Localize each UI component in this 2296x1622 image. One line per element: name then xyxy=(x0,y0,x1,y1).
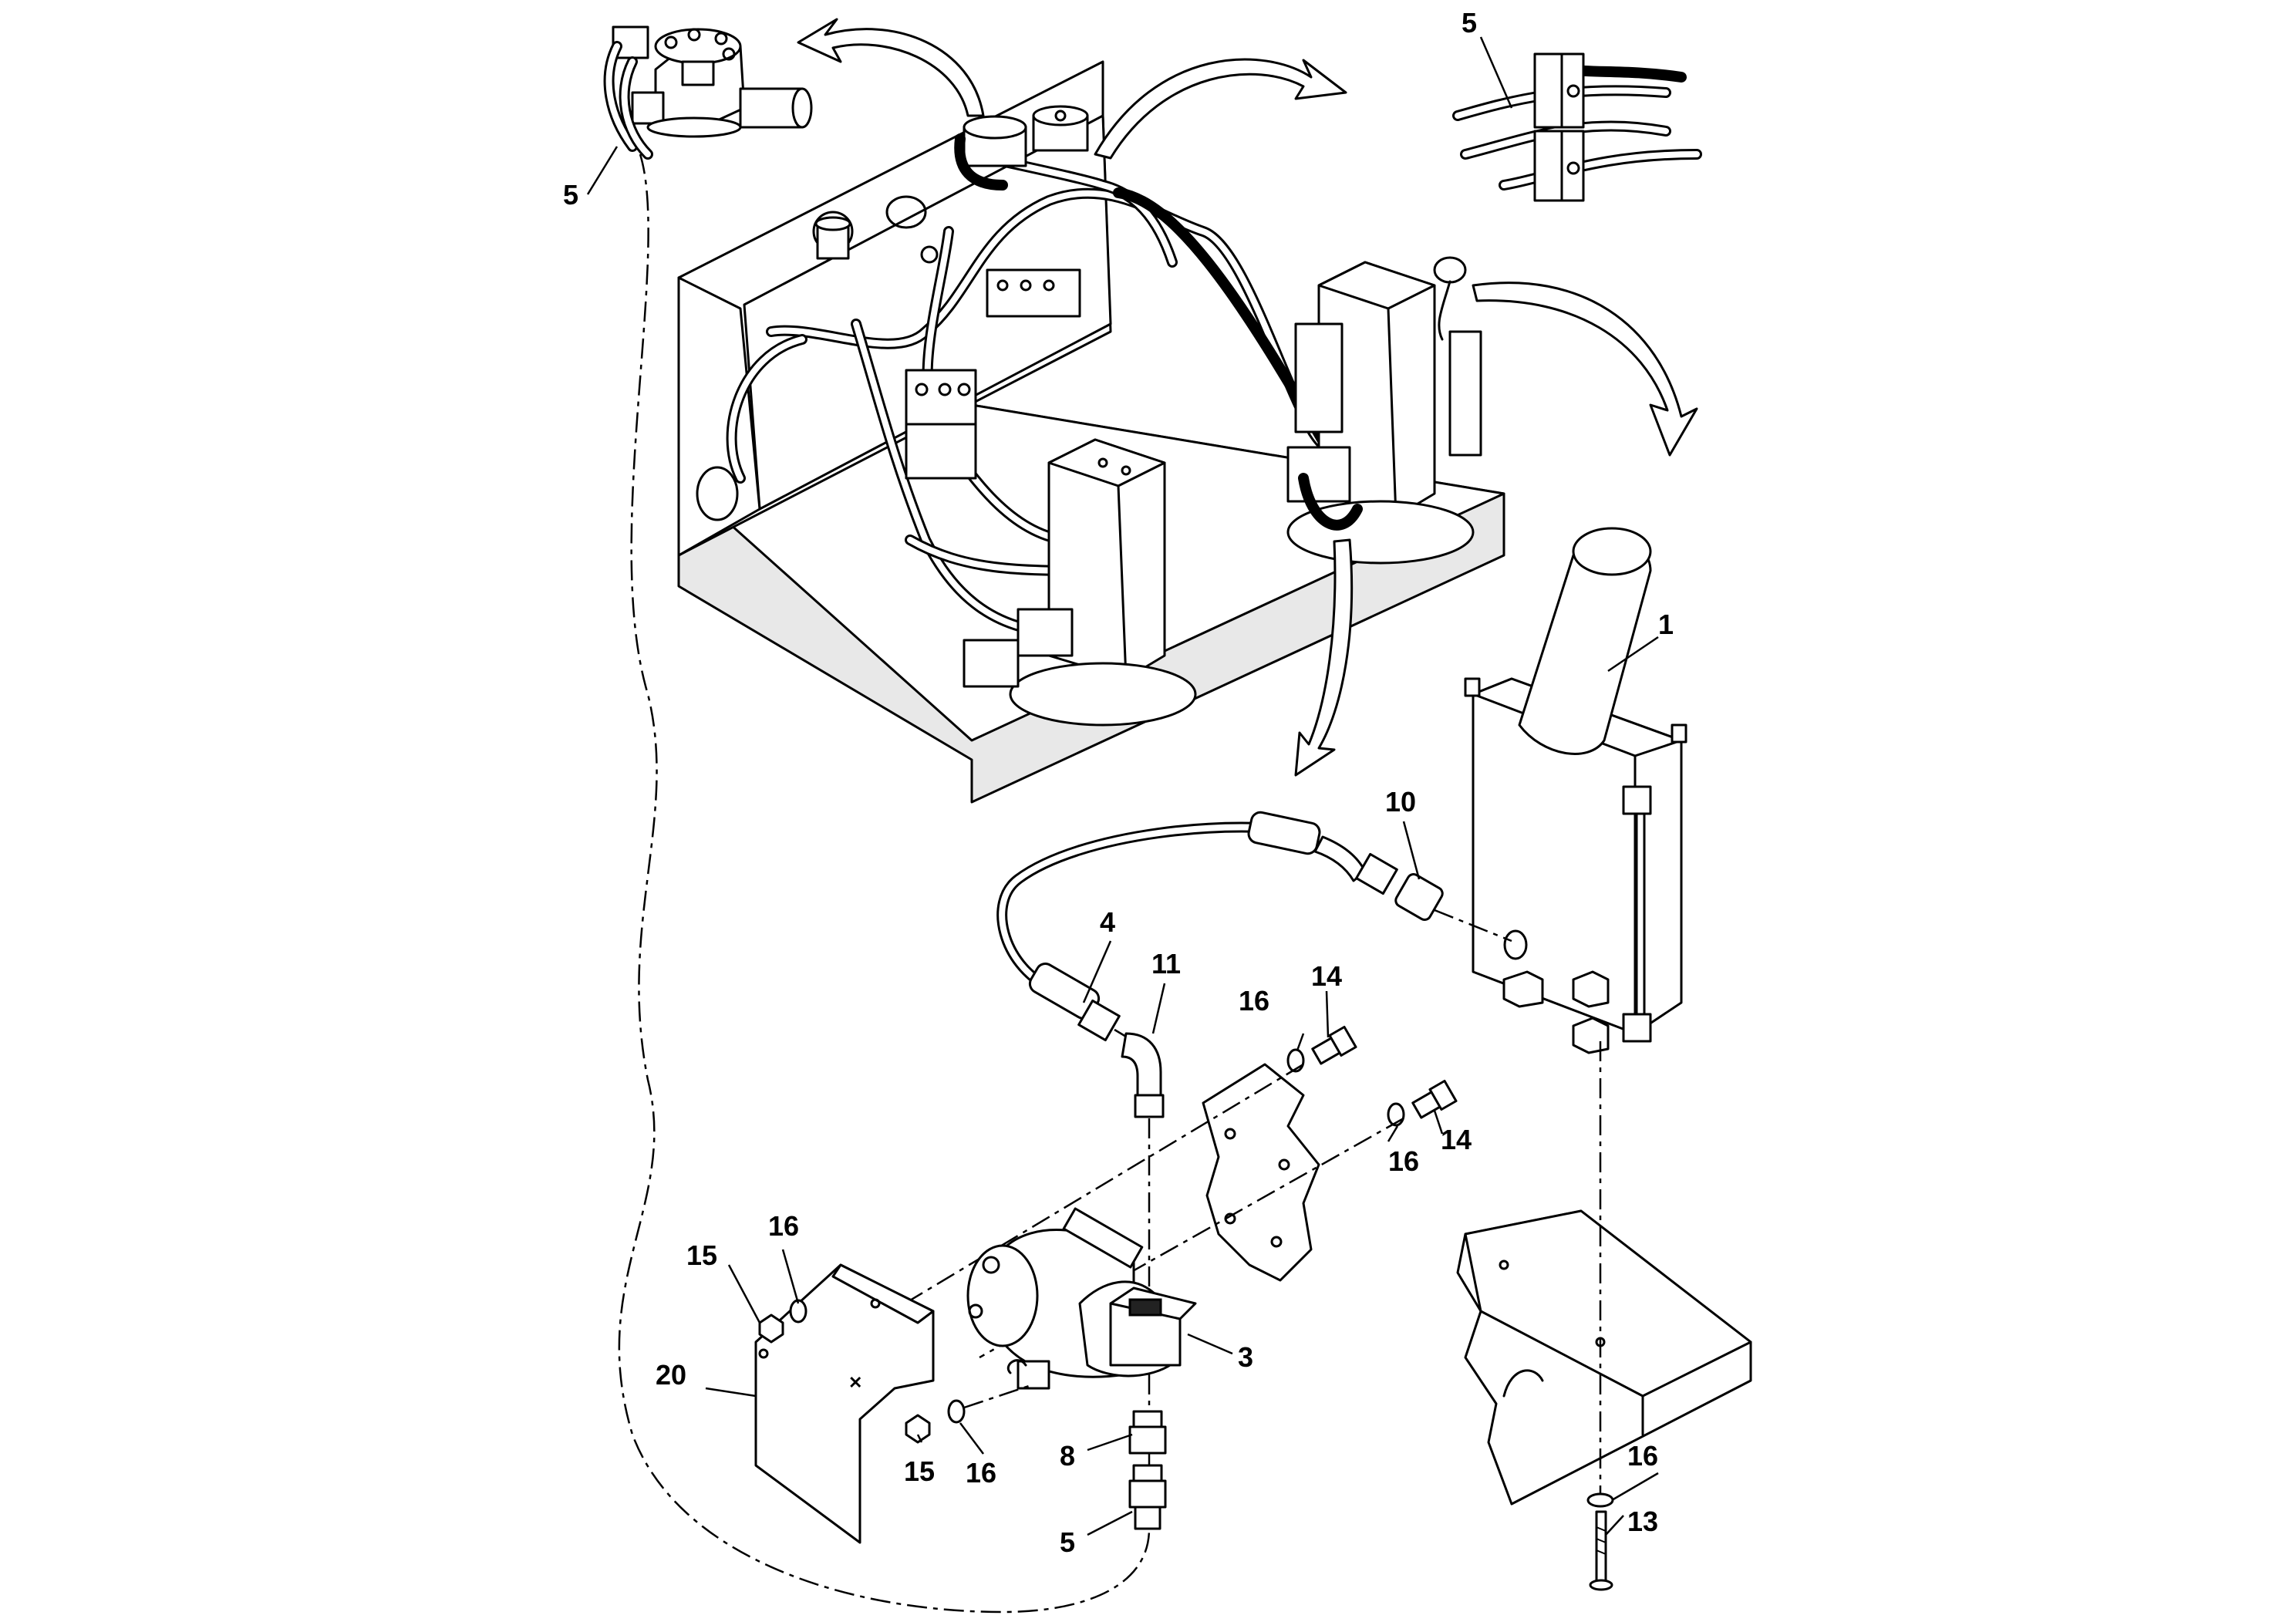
callout-16-lower: 16 xyxy=(966,1457,996,1489)
callout-16-floor: 16 xyxy=(1627,1440,1658,1472)
callout-16-upper-left: 16 xyxy=(768,1210,799,1242)
hose-routing-dashed xyxy=(618,153,1151,1614)
fitting-8 xyxy=(1128,1410,1167,1455)
hose-clamp-detail xyxy=(1452,52,1702,202)
filter-detail-top-left xyxy=(603,25,813,160)
callout-16-upper: 16 xyxy=(1239,985,1269,1017)
curved-arrow-top-left xyxy=(797,18,985,117)
callout-3: 3 xyxy=(1238,1341,1253,1373)
callout-8: 8 xyxy=(1060,1440,1075,1472)
callout-14-upper: 14 xyxy=(1311,960,1342,992)
curved-arrow-right xyxy=(1472,282,1698,457)
callout-13: 13 xyxy=(1627,1506,1658,1537)
removal-arrows xyxy=(797,18,1698,777)
callout-16-right: 16 xyxy=(1388,1145,1419,1177)
pump-motor-assembly xyxy=(966,1207,1197,1390)
suction-hose-assembly xyxy=(996,811,1512,1311)
nut-15-upper xyxy=(758,1299,807,1344)
leader-lines xyxy=(586,36,1659,1536)
bolt-14-right xyxy=(1387,1080,1458,1127)
floor-plate-section xyxy=(1456,1209,1752,1506)
callout-15-lower: 15 xyxy=(904,1455,935,1487)
callout-14-right: 14 xyxy=(1441,1124,1472,1155)
callout-11: 11 xyxy=(1151,948,1181,980)
callout-10: 10 xyxy=(1385,786,1416,818)
callout-4: 4 xyxy=(1100,906,1115,938)
return-filter-on-chassis xyxy=(954,105,1089,191)
callout-5-top-right: 5 xyxy=(1462,7,1477,39)
callout-1: 1 xyxy=(1658,609,1674,640)
steering-column-box-left xyxy=(963,438,1197,727)
hydraulic-tank xyxy=(1464,527,1687,1054)
callout-5-top-left: 5 xyxy=(563,179,578,211)
callout-labels: 1 3 4 5 5 5 8 10 11 13 14 14 15 15 16 16… xyxy=(563,7,1674,1558)
callout-20: 20 xyxy=(656,1359,686,1391)
svg-text:✕: ✕ xyxy=(848,1373,862,1392)
fitting-5 xyxy=(1128,1464,1167,1530)
valve-block-left xyxy=(905,268,1081,480)
bolt-13 xyxy=(1586,1492,1614,1591)
motor-cover-plate: ✕ xyxy=(754,1263,935,1544)
steering-column-box-right xyxy=(1286,256,1482,565)
callout-15-upper: 15 xyxy=(686,1239,717,1271)
curved-arrow-down xyxy=(1294,538,1354,777)
curved-arrow-top-center xyxy=(1094,58,1347,160)
motor-mounting-plate xyxy=(1202,1063,1320,1282)
callout-5-bottom: 5 xyxy=(1060,1526,1075,1558)
nut-15-lower xyxy=(905,1399,966,1444)
